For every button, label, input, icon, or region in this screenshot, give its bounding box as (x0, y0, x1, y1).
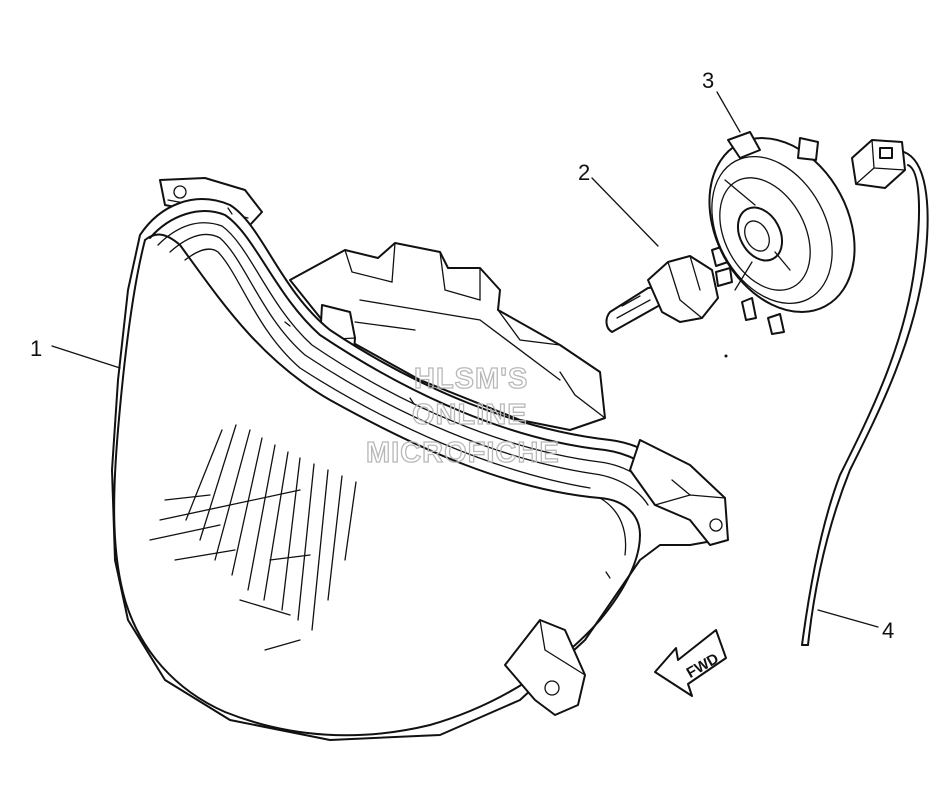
watermark-line-1: HLSM'S (414, 363, 528, 395)
headlight-bulb (605, 245, 733, 333)
watermark: HLSM'S ONLINE MICROFICHE (365, 362, 560, 469)
bulb-socket-cover (708, 131, 856, 335)
watermark-line-3: MICROFICHE (366, 437, 560, 469)
wire-harness (801, 139, 929, 646)
callout-3: 3 (702, 68, 714, 93)
callout-4: 4 (882, 618, 894, 643)
callout-2: 2 (578, 160, 590, 185)
lens-flutes (149, 424, 357, 651)
watermark-line-2: ONLINE (412, 399, 528, 431)
headlight-housing (111, 177, 729, 741)
speck (724, 354, 728, 358)
fwd-direction-arrow: FWD (654, 629, 727, 697)
leader-lines (51, 91, 879, 628)
callout-1: 1 (30, 336, 42, 361)
